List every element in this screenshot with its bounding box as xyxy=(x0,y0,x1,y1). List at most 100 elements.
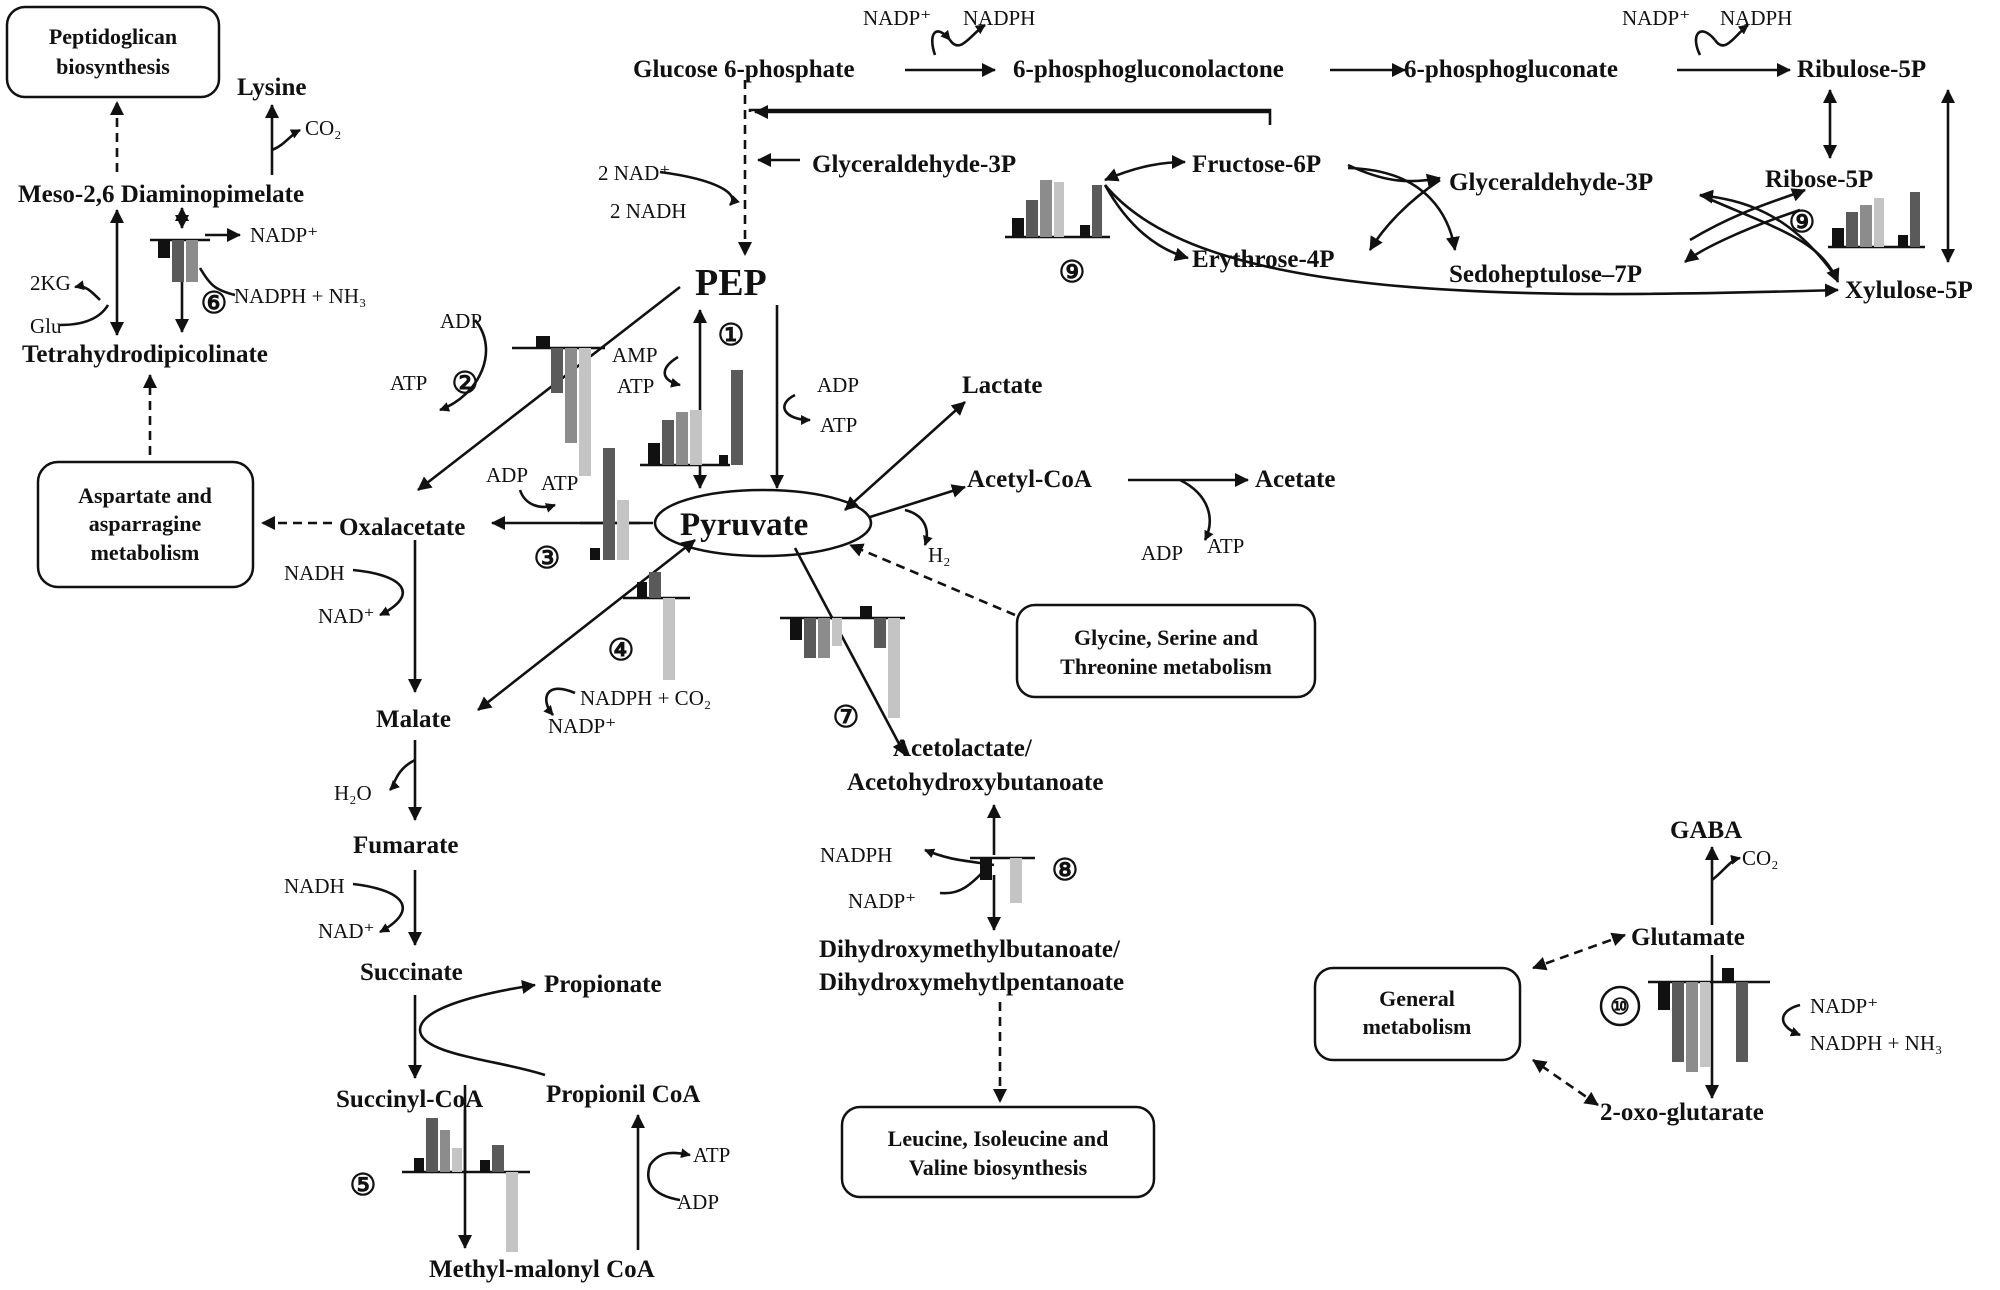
acetolactate-label-1: Acetolactate/ xyxy=(893,735,1033,762)
tca-arrows xyxy=(352,540,691,1250)
thdp-label: Tetrahydrodipicolinate xyxy=(22,341,268,368)
box-leucine: Leucine, Isoleucine and Valine biosynthe… xyxy=(840,1105,1156,1199)
lysine-label: Lysine xyxy=(237,74,306,101)
oxalacetate-label: Oxalacetate xyxy=(339,514,465,541)
expression-bars-6 xyxy=(150,238,210,282)
cof-atp-3: ATP xyxy=(541,471,578,495)
cof-adp-1: ADP xyxy=(817,373,859,397)
acetate-label: Acetate xyxy=(1255,466,1336,493)
pyruvate-ellipse xyxy=(653,488,873,558)
cof-nadph-1: NADPH xyxy=(963,6,1035,30)
svg-text:⑩: ⑩ xyxy=(1610,994,1630,1019)
expression-bars-9-right xyxy=(1828,192,1925,249)
cof-h2: H₂ xyxy=(928,543,951,567)
box-general: General metabolism xyxy=(1313,966,1522,1062)
cof-nadph-nh3-6: NADPH + NH₃ xyxy=(234,284,366,308)
box-aspartate-line1: Aspartate and xyxy=(78,483,212,508)
fructose6p-label: Fructose-6P xyxy=(1192,151,1321,178)
box-aspartate-line2: asparragine xyxy=(89,511,202,536)
pgl-label: 6-phosphogluconolactone xyxy=(1013,56,1284,83)
cof-nadph-co2: NADPH + CO₂ xyxy=(580,686,711,710)
box-glycine-line1: Glycine, Serine and xyxy=(1074,625,1258,650)
lactate-label: Lactate xyxy=(962,372,1043,399)
cof-amp-1: AMP xyxy=(612,343,658,367)
ga3p-right-label: Glyceraldehyde-3P xyxy=(1449,169,1653,196)
cof-nadph-2: NADPH xyxy=(1720,6,1792,30)
pentose-phosphate-arrows xyxy=(748,23,1955,298)
cof-adp-5: ADP xyxy=(677,1190,719,1214)
central-arrows xyxy=(261,80,1249,756)
cof-nadh-2: NADH xyxy=(284,874,345,898)
meso-dap-label: Meso-2,6 Diaminopimelate xyxy=(18,181,304,208)
xylulose5p-label: Xylulose-5P xyxy=(1845,277,1973,304)
cof-2nad: 2 NAD⁺ xyxy=(598,161,670,185)
expression-bars-1 xyxy=(640,370,743,467)
cof-nadp-1: NADP⁺ xyxy=(863,6,931,30)
cof-atp-1b: ATP xyxy=(820,413,857,437)
cof-co2-lys: CO₂ xyxy=(305,116,342,140)
malate-label: Malate xyxy=(376,706,451,733)
box-general-line1: General xyxy=(1379,986,1455,1011)
cof-nad-2: NAD⁺ xyxy=(318,919,375,943)
cof-nadp-6: NADP⁺ xyxy=(250,223,318,247)
gaba-label: GABA xyxy=(1670,817,1742,844)
cof-2nadh: 2 NADH xyxy=(610,199,686,223)
expression-bars-10 xyxy=(1648,968,1770,1072)
enzyme-number-4: ④ xyxy=(608,634,635,667)
box-aspartate-line3: metabolism xyxy=(91,540,200,565)
box-leucine-line1: Leucine, Isoleucine and xyxy=(888,1126,1109,1151)
cof-2kg: 2KG xyxy=(30,271,71,295)
box-glycine: Glycine, Serine and Threonine metabolism xyxy=(1015,603,1317,699)
glucose6p-label: Glucose 6-phosphate xyxy=(633,56,855,83)
expression-bars-7 xyxy=(780,606,905,718)
box-peptidoglycan-line2: biosynthesis xyxy=(56,54,170,79)
dihydroxy-label-1: Dihydroxymethylbutanoate/ xyxy=(819,936,1121,963)
succinate-label: Succinate xyxy=(360,959,463,986)
svg-text:⑦: ⑦ xyxy=(833,701,860,734)
box-general-line2: metabolism xyxy=(1363,1014,1472,1039)
enzyme-number-7: ⑦ xyxy=(833,701,860,734)
oxoglutarate-label: 2-oxo-glutarate xyxy=(1600,1099,1764,1126)
expression-bars-2 xyxy=(512,336,605,476)
cof-atp-2: ATP xyxy=(390,371,427,395)
svg-text:⑥: ⑥ xyxy=(201,287,228,320)
cof-nadp-4: NADP⁺ xyxy=(548,714,616,738)
svg-text:⑧: ⑧ xyxy=(1052,854,1079,887)
glutamate-arrows xyxy=(1532,846,1801,1107)
fumarate-label: Fumarate xyxy=(353,832,459,859)
methylmalonylcoa-label: Methyl-malonyl CoA xyxy=(429,1256,655,1283)
enzyme-number-9-left: ⑨ xyxy=(1059,256,1086,289)
svg-text:③: ③ xyxy=(534,542,561,575)
expression-bars-8 xyxy=(970,856,1035,903)
cof-nad-1: NAD⁺ xyxy=(318,604,375,628)
acetylcoa-label: Acetyl-CoA xyxy=(967,466,1092,493)
svg-text:①: ① xyxy=(718,319,745,352)
cof-atp-1a: ATP xyxy=(617,374,654,398)
svg-text:⑤: ⑤ xyxy=(350,1169,377,1202)
svg-text:②: ② xyxy=(452,367,479,400)
box-aspartate: Aspartate and asparragine metabolism xyxy=(36,460,255,589)
enzyme-number-5: ⑤ xyxy=(350,1169,377,1202)
cof-adp-3: ADP xyxy=(486,463,528,487)
ribulose5p-label: Ribulose-5P xyxy=(1797,56,1926,83)
pyruvate-label: Pyruvate xyxy=(680,507,808,543)
expression-bars-4 xyxy=(623,572,690,680)
erythrose4p-label: Erythrose-4P xyxy=(1192,246,1335,273)
ga3p-left-label: Glyceraldehyde-3P xyxy=(812,151,1016,178)
enzyme-number-8: ⑧ xyxy=(1052,854,1079,887)
svg-text:④: ④ xyxy=(608,634,635,667)
sedoheptulose7p-label: Sedoheptulose–7P xyxy=(1449,261,1642,288)
expression-bars-3 xyxy=(580,448,640,560)
lysine-arrows xyxy=(59,101,301,455)
pgn-label: 6-phosphogluconate xyxy=(1404,56,1618,83)
enzyme-number-6: ⑥ xyxy=(201,287,228,320)
svg-text:⑨: ⑨ xyxy=(1059,256,1086,289)
cof-nadp-2: NADP⁺ xyxy=(1622,6,1690,30)
cof-co2-gaba: CO₂ xyxy=(1742,846,1779,870)
acetolactate-label-2: Acetohydroxybutanoate xyxy=(847,769,1103,796)
svg-text:⑨: ⑨ xyxy=(1789,206,1816,239)
cof-atp-acetate: ATP xyxy=(1207,534,1244,558)
box-peptidoglycan-line1: Peptidoglican xyxy=(49,24,177,49)
enzyme-number-3: ③ xyxy=(534,542,561,575)
